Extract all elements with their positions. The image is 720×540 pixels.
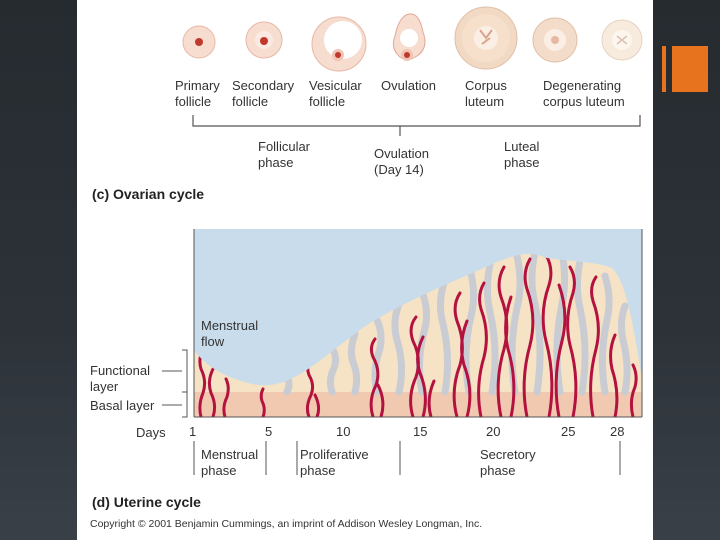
spiral-arteries [198, 253, 638, 417]
ovulation-image [392, 13, 426, 61]
day-tick-25: 25 [561, 424, 576, 439]
orange-accent-mark [662, 46, 708, 92]
primary-follicle-image [182, 25, 216, 59]
copyright-notice: Copyright © 2001 Benjamin Cummings, an i… [90, 518, 483, 530]
day-tick-1: 1 [189, 424, 197, 439]
ovarian-cycle-title: (c) Ovarian cycle [92, 186, 205, 202]
ovulation-day-label: Ovulation(Day 14) [374, 146, 429, 177]
day-tick-10: 10 [336, 424, 351, 439]
vesicular-follicle-image [311, 16, 367, 72]
ovulation-stage-label: Ovulation [381, 78, 436, 93]
basal-layer-label: Basal layer [90, 398, 155, 413]
phase-divider-lines [193, 441, 621, 475]
degenerating-corpus-luteum-image-2 [601, 19, 643, 61]
basal-layer-region [194, 392, 642, 417]
uterine-cycle-title: (d) Uterine cycle [92, 494, 201, 510]
days-axis-label: Days [136, 425, 166, 440]
functional-layer-bracket [182, 349, 188, 393]
day-tick-20: 20 [486, 424, 501, 439]
day-tick-28: 28 [610, 424, 625, 439]
day-tick-15: 15 [413, 424, 428, 439]
uterine-glands [283, 253, 631, 396]
degenerating-corpus-luteum-image-1 [532, 17, 578, 63]
ovarian-follicle-illustrations [182, 6, 643, 72]
basal-layer-bracket [182, 391, 188, 418]
day-tick-5: 5 [265, 424, 273, 439]
corpus-luteum-image [454, 6, 518, 70]
endometrium-illustration [162, 229, 643, 475]
ovarian-phase-bracket [192, 115, 641, 136]
secondary-follicle-image [245, 21, 283, 59]
